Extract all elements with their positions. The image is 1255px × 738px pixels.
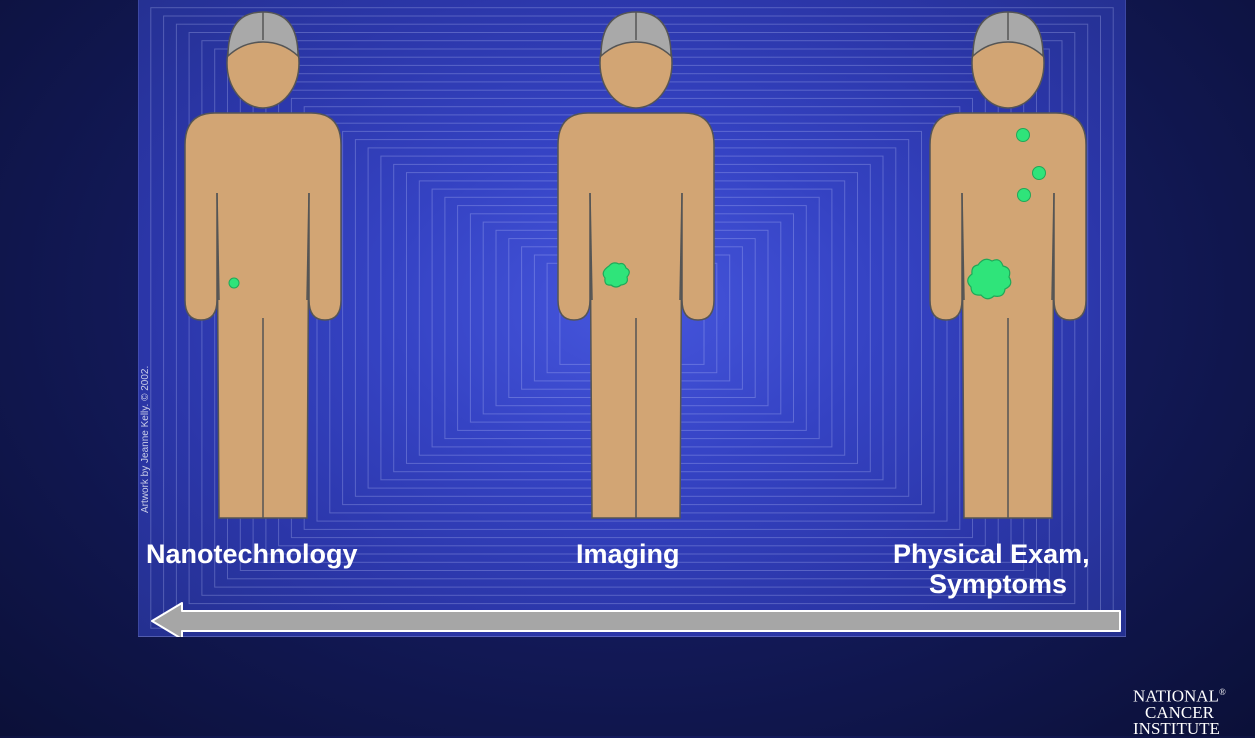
label-imaging: Imaging — [576, 540, 680, 568]
logo-line-3: INSTITUTE — [1133, 721, 1255, 737]
figure-nanotechnology — [185, 12, 341, 518]
nci-logo: NATIONAL® CANCER INSTITUTE — [1133, 684, 1255, 736]
label-symptoms: Symptoms — [929, 570, 1067, 598]
tumor-spot-3 — [1018, 189, 1031, 202]
artwork-credit: Artwork by Jeanne Kelly. © 2002. — [140, 366, 151, 513]
tumor-tiny — [229, 278, 239, 288]
logo-line-1: NATIONAL® — [1133, 684, 1255, 705]
figure-imaging — [558, 12, 714, 518]
label-physical-exam: Physical Exam, — [893, 540, 1090, 568]
label-nanotechnology: Nanotechnology — [146, 540, 358, 568]
tumor-spot-1 — [1017, 129, 1030, 142]
tumor-spot-2 — [1033, 167, 1046, 180]
figure-physical-exam — [930, 12, 1086, 518]
timeline-arrow — [152, 603, 1120, 637]
